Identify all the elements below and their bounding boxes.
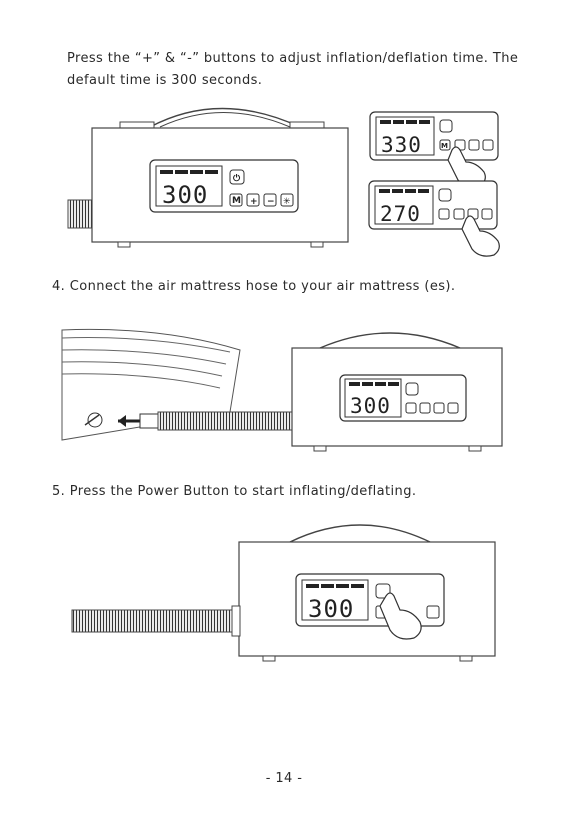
lcd-display: 300 xyxy=(350,394,391,418)
lcd-display: 330 xyxy=(381,133,422,157)
page-number: - 14 - xyxy=(0,768,568,790)
light-button: ✳ xyxy=(283,197,291,207)
minus-button: − xyxy=(267,197,275,207)
lcd-display: 300 xyxy=(308,595,354,623)
lcd-display: 270 xyxy=(380,202,421,226)
plus-button: + xyxy=(250,197,258,207)
step-5-text: 5. Press the Power Button to start infla… xyxy=(52,481,416,503)
figure-connect-hose: 300 xyxy=(62,329,502,451)
lcd-display: 300 xyxy=(162,181,208,209)
inset-plus-panel: 330 M xyxy=(370,112,498,187)
inset-minus-panel: 270 xyxy=(369,181,499,256)
control-panel: 300 ⏻ M + − ✳ xyxy=(150,160,298,212)
figure-power-button: 300 xyxy=(72,525,495,661)
power-icon: ⏻ xyxy=(233,173,241,184)
svg-text:M: M xyxy=(441,142,448,150)
step-4-text: 4. Connect the air mattress hose to your… xyxy=(52,276,455,298)
mode-button: M xyxy=(232,196,241,206)
